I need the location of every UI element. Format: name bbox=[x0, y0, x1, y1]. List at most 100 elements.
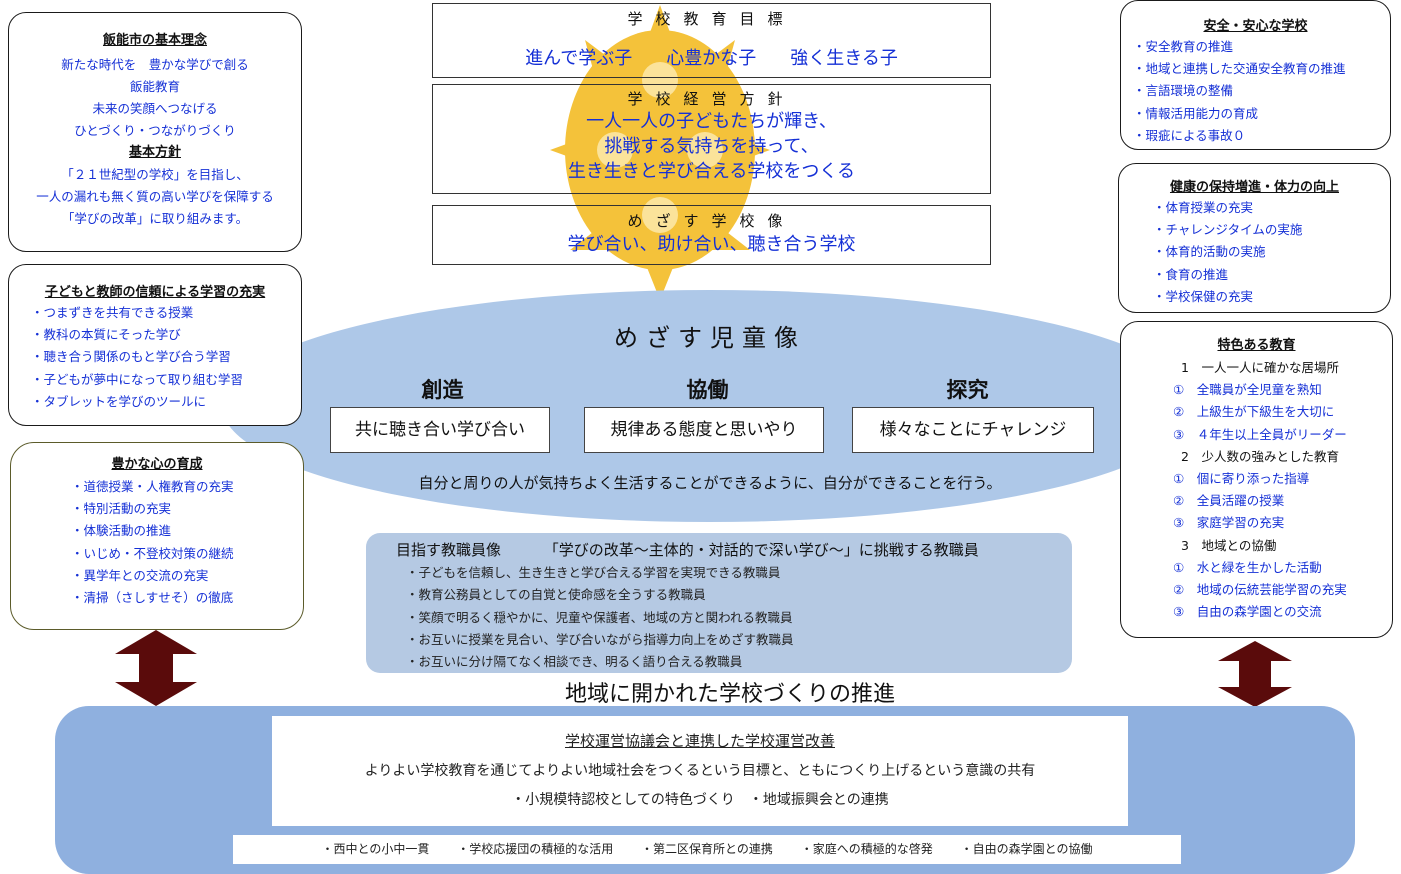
learning-item: タブレットを学びのツールに bbox=[31, 391, 301, 413]
policy-line: 「学びの改革」に取り組みます。 bbox=[61, 211, 249, 226]
feature-item: ② 全員活躍の授業 bbox=[1173, 493, 1285, 509]
bottom-item: ・自由の森学園との協働 bbox=[960, 842, 1093, 856]
health-title: 健康の保持増進・体力の向上 bbox=[1169, 180, 1339, 195]
management-line: 生き生きと学び合える学校をつくる bbox=[567, 161, 856, 182]
learning-title: 子どもと教師の信頼による学習の充実 bbox=[44, 285, 266, 300]
health-item: チャレンジタイムの実施 bbox=[1153, 219, 1390, 241]
safety-list: 安全教育の推進 地域と連携した交通安全教育の推進 言語環境の整備 情報活用能力の… bbox=[1133, 36, 1390, 147]
trait-box-kyoudou: 規律ある態度と思いやり bbox=[584, 407, 824, 453]
trait-box-souzou: 共に聴き合い学び合い bbox=[330, 407, 550, 453]
philosophy-line: 飯能教育 bbox=[129, 79, 180, 94]
feature-category: 1 一人一人に確かな居場所 bbox=[1181, 360, 1339, 375]
heart-item: 道徳授業・人権教育の充実 bbox=[71, 476, 303, 498]
policy-line: 「２１世紀型の学校」を目指し、 bbox=[61, 167, 249, 182]
heart-item: いじめ・不登校対策の継続 bbox=[71, 543, 303, 565]
staff-list: 子どもを信頼し、生き生きと学び合える学習を実現できる教職員 教育公務員としての自… bbox=[396, 562, 1072, 673]
safety-item: 言語環境の整備 bbox=[1133, 80, 1390, 102]
health-list: 体育授業の充実 チャレンジタイムの実施 体育的活動の実施 食育の推進 学校保健の… bbox=[1153, 197, 1390, 308]
learning-item: つまずきを共有できる授業 bbox=[31, 302, 301, 324]
bottom-item: ・家庭への積極的な啓発 bbox=[800, 842, 933, 856]
feature-item: ① 全職員が全児童を熟知 bbox=[1173, 382, 1322, 398]
health-item: 学校保健の充実 bbox=[1153, 286, 1390, 308]
staff-title: 「学びの改革〜主体的・対話的で深い学び〜」に挑戦する教職員 bbox=[543, 541, 979, 559]
staff-item: 教育公務員としての自覚と使命感を全うする教職員 bbox=[406, 584, 1072, 606]
policy-line: 一人の漏れも無く質の高い学びを保障する bbox=[36, 189, 274, 204]
learning-list: つまずきを共有できる授業 教科の本質にそった学び 聴き合う関係のもと学び合う学習… bbox=[31, 302, 301, 413]
philosophy-panel: 飯能市の基本理念 新たな時代を 豊かな学びで創る 飯能教育 未来の笑顔へつなげる… bbox=[8, 12, 302, 252]
school-goal-title: 学校教育目標 bbox=[627, 10, 796, 28]
ideal-child-title: めざす児童像 bbox=[614, 324, 806, 352]
staff-item: お互いに授業を見合い、学び合いながら指導力向上をめざす教職員 bbox=[406, 629, 1072, 651]
bottom-item: ・西中との小中一貫 bbox=[321, 842, 430, 856]
community-box-line2: ・小規模特認校としての特色づくり ・地域振興会との連携 bbox=[511, 792, 889, 808]
school-crest-icon bbox=[550, 5, 770, 300]
philosophy-line: ひとづくり・つながりづくり bbox=[74, 123, 236, 138]
target-school-box: めざす学校像 学び合い、助け合い、聴き合う学校 bbox=[432, 205, 991, 265]
staff-item: 笑顔で明るく穏やかに、児童や保護者、地域の方と関われる教職員 bbox=[406, 607, 1072, 629]
safety-title: 安全・安心な学校 bbox=[1203, 19, 1308, 34]
community-bottom-strip: ・西中との小中一貫 ・学校応援団の積極的な活用 ・第二区保育所との連携 ・家庭へ… bbox=[233, 835, 1181, 864]
management-policy-box: 学校経営方針 一人一人の子どもたちが輝き、 挑戦する気持ちを持って、 生き生きと… bbox=[432, 84, 991, 194]
community-heading: 地域に開かれた学校づくりの推進 bbox=[564, 682, 895, 707]
philosophy-line: 未来の笑顔へつなげる bbox=[92, 101, 218, 116]
policy-lines: 「２１世紀型の学校」を目指し、 一人の漏れも無く質の高い学びを保障する 「学びの… bbox=[9, 164, 301, 230]
heart-item: 異学年との交流の充実 bbox=[71, 565, 303, 587]
philosophy-line: 新たな時代を 豊かな学びで創る bbox=[61, 57, 249, 72]
community-box: 学校運営協議会と連携した学校運営改善 よりよい学校教育を通じてよりよい地域社会を… bbox=[272, 716, 1128, 826]
feature-item: ① 水と緑を生かした活動 bbox=[1173, 559, 1322, 575]
management-line: 挑戦する気持ちを持って、 bbox=[604, 136, 819, 157]
feature-item: ① 個に寄り添った指導 bbox=[1173, 471, 1310, 487]
learning-item: 聴き合う関係のもと学び合う学習 bbox=[31, 346, 301, 368]
heart-item: 特別活動の充実 bbox=[71, 498, 303, 520]
right-double-arrow-icon bbox=[1218, 641, 1292, 707]
trait-box-tankyuu: 様々なことにチャレンジ bbox=[852, 407, 1094, 453]
health-item: 食育の推進 bbox=[1153, 264, 1390, 286]
community-box-title: 学校運営協議会と連携した学校運営改善 bbox=[564, 732, 835, 750]
target-school-title: めざす学校像 bbox=[627, 212, 796, 230]
health-item: 体育授業の充実 bbox=[1153, 197, 1390, 219]
safety-item: 情報活用能力の育成 bbox=[1133, 103, 1390, 125]
heart-item: 体験活動の推進 bbox=[71, 520, 303, 542]
bottom-item: ・第二区保育所との連携 bbox=[641, 842, 773, 856]
heart-title: 豊かな心の育成 bbox=[111, 457, 203, 472]
community-box-line1: よりよい学校教育を通じてよりよい地域社会をつくるという目標と、ともにつくり上げる… bbox=[364, 763, 1036, 779]
philosophy-title: 飯能市の基本理念 bbox=[102, 33, 207, 48]
policy-title: 基本方針 bbox=[128, 145, 181, 160]
staff-box: 目指す教職員像 「学びの改革〜主体的・対話的で深い学び〜」に挑戦する教職員 子ど… bbox=[366, 533, 1072, 673]
bottom-item: ・学校応援団の積極的な活用 bbox=[457, 842, 614, 856]
philosophy-lines: 新たな時代を 豊かな学びで創る 飯能教育 未来の笑顔へつなげる ひとづくり・つな… bbox=[9, 54, 301, 142]
left-double-arrow-icon bbox=[115, 630, 197, 706]
feature-category: 3 地域との協働 bbox=[1181, 537, 1277, 553]
heart-list: 道徳授業・人権教育の充実 特別活動の充実 体験活動の推進 いじめ・不登校対策の継… bbox=[71, 476, 303, 609]
feature-item: ③ 家庭学習の充実 bbox=[1173, 515, 1285, 531]
ideal-child-footer: 自分と周りの人が気持ちよく生活することができるように、自分ができることを行う。 bbox=[418, 474, 1002, 492]
target-school-text: 学び合い、助け合い、聴き合う学校 bbox=[567, 234, 856, 255]
school-goal-list: 進んで学ぶ子 心豊かな子 強く生きる子 bbox=[433, 47, 990, 71]
health-item: 体育的活動の実施 bbox=[1153, 241, 1390, 263]
trait-head-tankyuu: 探究 bbox=[946, 378, 989, 402]
feature-item: ③ 自由の森学園との交流 bbox=[1173, 604, 1322, 620]
management-title: 学校経営方針 bbox=[627, 90, 796, 108]
staff-item: 子どもを信頼し、生き生きと学び合える学習を実現できる教職員 bbox=[406, 562, 1072, 584]
goal-item: 心豊かな子 bbox=[666, 48, 757, 69]
trait-head-souzou: 創造 bbox=[421, 378, 464, 402]
goal-item: 進んで学ぶ子 bbox=[525, 48, 633, 69]
learning-panel: 子どもと教師の信頼による学習の充実 つまずきを共有できる授業 教科の本質にそった… bbox=[8, 264, 302, 426]
feature-item: ③ ４年生以上全員がリーダー bbox=[1173, 426, 1347, 442]
feature-item: ② 地域の伝統芸能学習の充実 bbox=[1173, 582, 1347, 598]
safety-item: 地域と連携した交通安全教育の推進 bbox=[1133, 58, 1390, 80]
heart-panel: 豊かな心の育成 道徳授業・人権教育の充実 特別活動の充実 体験活動の推進 いじめ… bbox=[10, 442, 304, 630]
learning-item: 子どもが夢中になって取り組む学習 bbox=[31, 369, 301, 391]
safety-panel: 安全・安心な学校 安全教育の推進 地域と連携した交通安全教育の推進 言語環境の整… bbox=[1120, 0, 1391, 150]
goal-item: 強く生きる子 bbox=[790, 48, 898, 69]
staff-item: お互いに分け隔てなく相談でき、明るく語り合える教職員 bbox=[406, 651, 1072, 673]
staff-label: 目指す教職員像 bbox=[396, 541, 502, 559]
trait-head-kyoudou: 協働 bbox=[686, 378, 729, 402]
health-panel: 健康の保持増進・体力の向上 体育授業の充実 チャレンジタイムの実施 体育的活動の… bbox=[1118, 163, 1391, 313]
learning-item: 教科の本質にそった学び bbox=[31, 324, 301, 346]
safety-item: 瑕疵による事故０ bbox=[1133, 125, 1390, 147]
safety-item: 安全教育の推進 bbox=[1133, 36, 1390, 58]
management-line: 一人一人の子どもたちが輝き、 bbox=[586, 111, 837, 132]
